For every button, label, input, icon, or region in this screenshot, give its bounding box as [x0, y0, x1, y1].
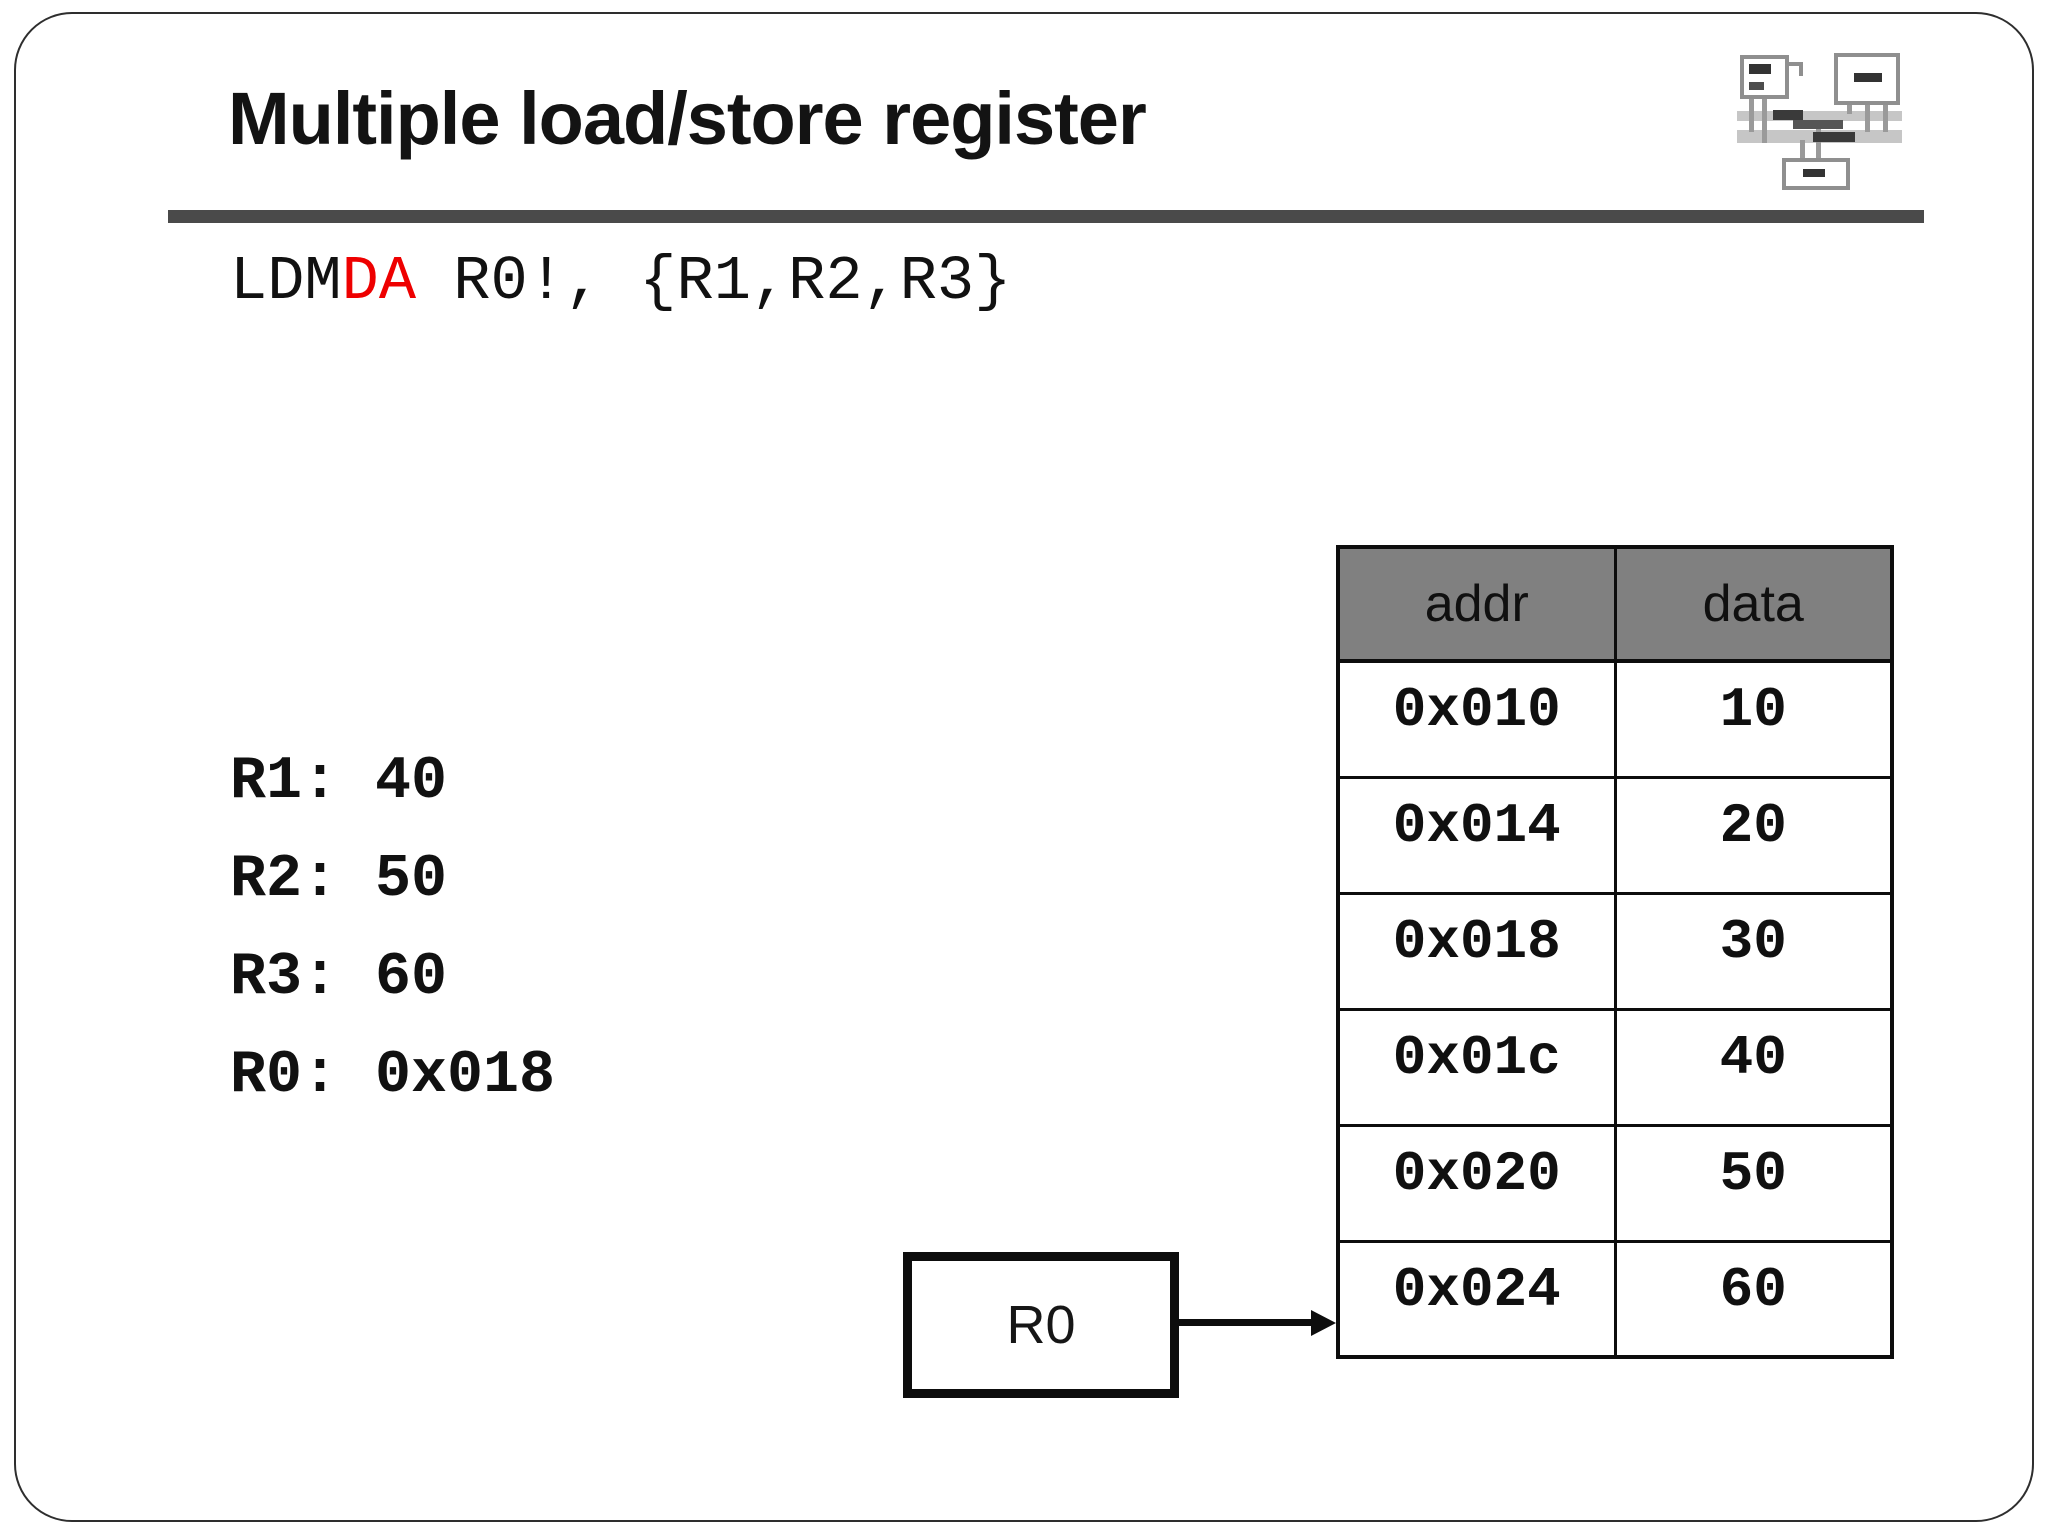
data-cell: 30 — [1613, 891, 1894, 1011]
asm-operands: R0!, {R1,R2,R3} — [416, 246, 1012, 317]
register-name: R0: — [230, 1042, 339, 1110]
register-value: 0x018 — [375, 1042, 556, 1110]
register-name: R2: — [230, 846, 339, 914]
data-cell: 50 — [1613, 1123, 1894, 1243]
title-underline-rule — [168, 210, 1924, 223]
r0-pointer-label: R0 — [1006, 1295, 1076, 1355]
register-line-r3: R3: 60 — [230, 944, 555, 1042]
cpu-box — [1740, 55, 1789, 99]
register-line-r0: R0: 0x018 — [230, 1042, 555, 1140]
register-name: R1: — [230, 748, 339, 816]
addr-cell: 0x020 — [1336, 1123, 1617, 1243]
register-line-r1: R1: 40 — [230, 748, 555, 846]
asm-mnemonic: LDM — [230, 246, 342, 317]
addr-cell: 0x024 — [1336, 1239, 1617, 1359]
slide-title: Multiple load/store register — [228, 77, 1147, 160]
register-value: 50 — [375, 846, 448, 914]
data-column-header: data — [1613, 545, 1894, 663]
addr-cell: 0x010 — [1336, 659, 1617, 779]
addr-cell: 0x018 — [1336, 891, 1617, 1011]
memory-table: addr data 0x010 10 0x014 20 0x018 30 0x0… — [1336, 545, 1894, 1359]
memory-table-header-row: addr data — [1336, 545, 1894, 663]
r0-pointer-box: R0 — [903, 1252, 1179, 1398]
register-value: 60 — [375, 944, 448, 1012]
table-row: 0x010 10 — [1336, 659, 1894, 779]
data-cell: 60 — [1613, 1239, 1894, 1359]
table-row: 0x024 60 — [1336, 1239, 1894, 1359]
asm-instruction: LDMDA R0!, {R1,R2,R3} — [230, 246, 1011, 317]
asm-addressing-mode-highlight: DA — [341, 246, 417, 317]
pointer-arrow-line — [1179, 1319, 1317, 1326]
pointer-arrow-head — [1311, 1310, 1336, 1336]
addr-cell: 0x01c — [1336, 1007, 1617, 1127]
data-cell: 20 — [1613, 775, 1894, 895]
slide-border — [14, 12, 2034, 1522]
data-cell: 40 — [1613, 1007, 1894, 1127]
table-row: 0x018 30 — [1336, 891, 1894, 1011]
system-bus-diagram-icon — [1737, 53, 1902, 190]
register-line-r2: R2: 50 — [230, 846, 555, 944]
register-value: 40 — [375, 748, 448, 816]
addr-column-header: addr — [1336, 545, 1617, 663]
table-row: 0x01c 40 — [1336, 1007, 1894, 1127]
bus-band-1 — [1737, 111, 1902, 121]
addr-cell: 0x014 — [1336, 775, 1617, 895]
table-row: 0x020 50 — [1336, 1123, 1894, 1243]
data-cell: 10 — [1613, 659, 1894, 779]
register-name: R3: — [230, 944, 339, 1012]
register-list: R1: 40 R2: 50 R3: 60 R0: 0x018 — [230, 748, 555, 1140]
table-row: 0x014 20 — [1336, 775, 1894, 895]
